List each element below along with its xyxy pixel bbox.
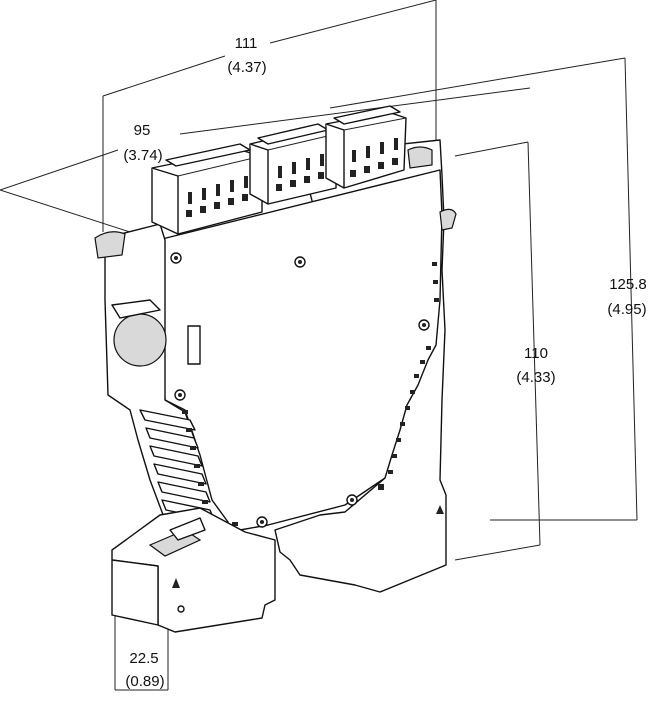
dim-125-8-in: (4.95)	[607, 301, 646, 318]
top-rail-clip-left	[94, 231, 126, 259]
connector-hole	[177, 605, 185, 613]
side-rail-clip-right	[439, 208, 457, 231]
dim-110-mm: 110	[524, 345, 548, 362]
terminal-block-3	[325, 105, 407, 189]
top-rail-clip-right	[407, 146, 433, 169]
dim-22-5-in: (0.89)	[125, 673, 164, 690]
dim-95-mm: 95	[134, 122, 151, 139]
mounting-screws	[170, 252, 430, 528]
dim-110-in: (4.33)	[516, 369, 555, 386]
bottom-connector-latch	[169, 517, 206, 541]
dim-111-mm: 111	[235, 35, 258, 52]
terminal-block-1	[151, 143, 263, 235]
release-knob	[113, 313, 167, 367]
dim-111-in: (4.37)	[227, 59, 266, 76]
dimension-95-lines	[0, 87, 531, 233]
indicator-window	[187, 325, 201, 365]
bottom-connector-front	[111, 559, 159, 626]
dim-22-5-mm: 22.5	[129, 650, 158, 667]
knob-collar	[111, 299, 161, 319]
dimension-111-lines	[102, 0, 437, 232]
sawtooth-edge-right	[378, 262, 439, 490]
warning-triangle-icon-rear	[436, 505, 444, 514]
dim-125-8-mm: 125.8	[609, 276, 647, 293]
warning-triangle-icon	[172, 578, 180, 588]
dimension-110-lines	[454, 141, 541, 561]
terminal-block-2	[249, 123, 337, 205]
dimension-125-8-lines	[329, 57, 638, 521]
dim-95-in: (3.74)	[123, 147, 162, 164]
